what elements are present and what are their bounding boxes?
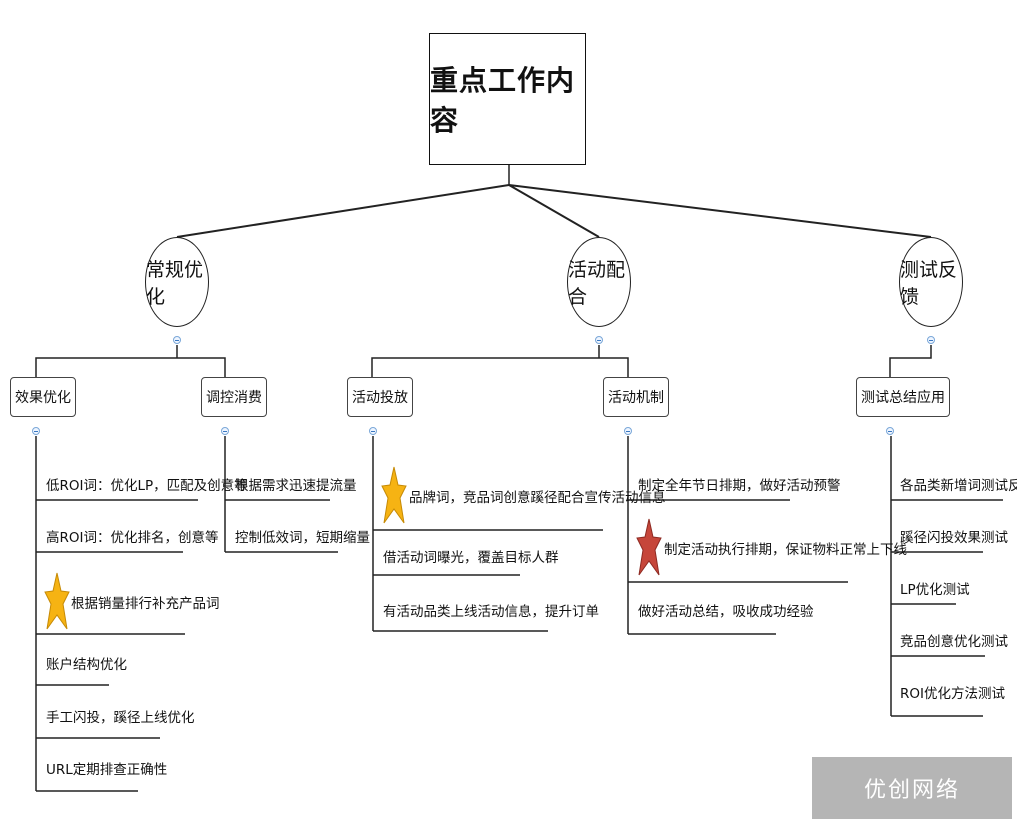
branch-to-sub-bracket xyxy=(371,357,629,377)
collapse-toggle-icon[interactable] xyxy=(624,427,632,435)
leaf-item[interactable]: 手工闪投，蹊径上线优化 xyxy=(46,710,195,726)
sub-node-activity-mechanism[interactable]: 活动机制 xyxy=(603,377,669,417)
leaf-item[interactable]: 控制低效词，短期缩量 xyxy=(235,530,370,546)
leaf-item[interactable]: 蹊径闪投效果测试 xyxy=(900,530,1008,546)
root-to-branch-line xyxy=(508,184,600,238)
root-to-branch-line xyxy=(508,184,932,238)
gold-star-icon xyxy=(44,572,70,630)
leaf-item[interactable]: URL定期排查正确性 xyxy=(46,762,168,778)
collapse-toggle-icon[interactable] xyxy=(886,427,894,435)
leaf-item[interactable]: 有活动品类上线活动信息，提升订单 xyxy=(383,604,599,620)
sub-label: 活动机制 xyxy=(608,390,664,406)
collapse-toggle-icon[interactable] xyxy=(927,336,935,344)
branch-node-regular-optimization[interactable]: 常规优化 xyxy=(145,237,209,327)
leaf-item[interactable]: 制定全年节日排期，做好活动预警 xyxy=(638,478,841,494)
gold-star-icon xyxy=(381,466,407,524)
sub-node-effect-optimization[interactable]: 效果优化 xyxy=(10,377,76,417)
sub-label: 调控消费 xyxy=(206,390,262,406)
leaf-item[interactable]: 高ROI词：优化排名，创意等 xyxy=(46,530,219,546)
collapse-toggle-icon[interactable] xyxy=(369,427,377,435)
branch-label: 常规优化 xyxy=(146,259,204,308)
collapse-toggle-icon[interactable] xyxy=(595,336,603,344)
watermark: 优创网络 xyxy=(812,757,1012,819)
leaf-item[interactable]: ROI优化方法测试 xyxy=(900,686,1005,702)
leaf-item[interactable]: 竞品创意优化测试 xyxy=(900,634,1008,650)
leaf-item[interactable]: 低ROI词：优化LP，匹配及创意等 xyxy=(46,478,248,494)
leaf-item[interactable]: 借活动词曝光，覆盖目标人群 xyxy=(383,550,559,566)
branch-to-sub-bracket xyxy=(889,345,932,377)
red-star-icon xyxy=(636,518,662,576)
sub-label: 活动投放 xyxy=(352,390,408,406)
sub-node-spend-control[interactable]: 调控消费 xyxy=(201,377,267,417)
branch-label: 活动配合 xyxy=(568,259,626,308)
root-title: 重点工作内容 xyxy=(430,64,576,137)
branch-node-activity[interactable]: 活动配合 xyxy=(567,237,631,327)
leaf-item[interactable]: 根据销量排行补充产品词 xyxy=(71,596,220,612)
collapse-toggle-icon[interactable] xyxy=(221,427,229,435)
branch-label: 测试反馈 xyxy=(900,259,958,308)
root-to-branch-line xyxy=(176,184,510,238)
sub-node-activity-delivery[interactable]: 活动投放 xyxy=(347,377,413,417)
collapse-toggle-icon[interactable] xyxy=(173,336,181,344)
sub-node-test-summary[interactable]: 测试总结应用 xyxy=(856,377,950,417)
leaf-item[interactable]: 品牌词，竞品词创意蹊径配合宣传活动信息 xyxy=(409,490,666,506)
leaf-item[interactable]: LP优化测试 xyxy=(900,582,970,598)
leaf-item[interactable]: 各品类新增词测试反馈 xyxy=(900,478,1017,494)
root-node[interactable]: 重点工作内容 xyxy=(429,33,586,165)
branch-node-test-feedback[interactable]: 测试反馈 xyxy=(899,237,963,327)
branch-to-sub-bracket xyxy=(35,357,226,377)
sub-label: 测试总结应用 xyxy=(861,390,945,406)
leaf-item[interactable]: 账户结构优化 xyxy=(46,657,127,673)
leaf-item[interactable]: 制定活动执行排期，保证物料正常上下线 xyxy=(664,542,907,558)
collapse-toggle-icon[interactable] xyxy=(32,427,40,435)
sub-label: 效果优化 xyxy=(15,390,71,406)
leaf-item[interactable]: 做好活动总结，吸收成功经验 xyxy=(638,604,814,620)
leaf-item[interactable]: 根据需求迅速提流量 xyxy=(235,478,357,494)
